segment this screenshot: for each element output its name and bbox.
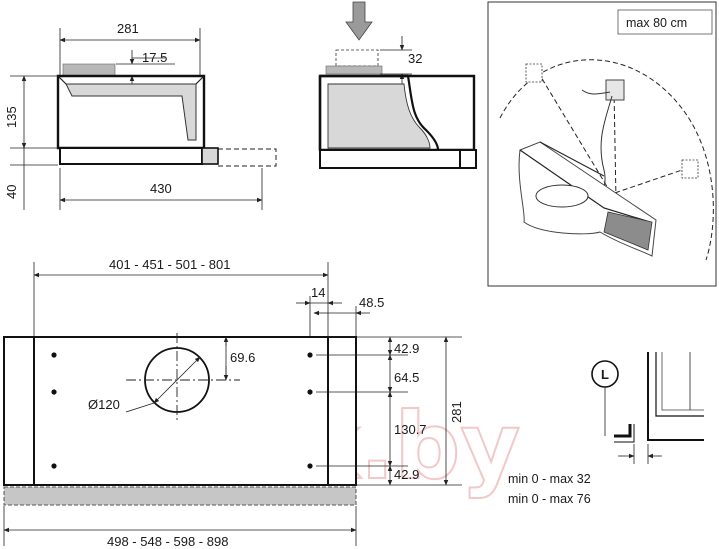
side-view-left xyxy=(10,28,277,210)
depth-label: 430 xyxy=(150,181,172,196)
outer-width-label: 498 - 548 - 598 - 898 xyxy=(107,534,228,549)
filter-height-label: 17.5 xyxy=(142,50,167,65)
front-view xyxy=(3,262,462,546)
outlet-diameter-label: Ø120 xyxy=(88,397,120,412)
max-distance-label: max 80 cm xyxy=(626,16,687,30)
body-height-label: 135 xyxy=(4,106,19,128)
hole-dim-1-label: 42.9 xyxy=(394,341,419,356)
hole-dim-2-label: 64.5 xyxy=(394,370,419,385)
install-panel xyxy=(487,1,717,287)
total-height-label: 281 xyxy=(449,401,464,423)
hole-dim-3-label: 130.7 xyxy=(394,422,427,437)
range-1-label: min 0 - max 32 xyxy=(508,472,591,486)
width-top-label: 281 xyxy=(117,21,139,36)
side-view-middle xyxy=(318,1,477,169)
range-2-label: min 0 - max 76 xyxy=(508,492,591,506)
bottom-height-label: 40 xyxy=(4,185,19,199)
offset-small-label: 14 xyxy=(311,285,325,300)
outlet-offset-label: 69.6 xyxy=(230,350,255,365)
detail-view xyxy=(591,352,704,464)
hole-dim-4-label: 42.9 xyxy=(394,467,419,482)
detail-label: L xyxy=(601,367,609,382)
inner-width-label: 401 - 451 - 501 - 801 xyxy=(109,257,230,272)
clearance-label: 32 xyxy=(408,51,422,66)
offset-right-label: 48.5 xyxy=(359,295,384,310)
